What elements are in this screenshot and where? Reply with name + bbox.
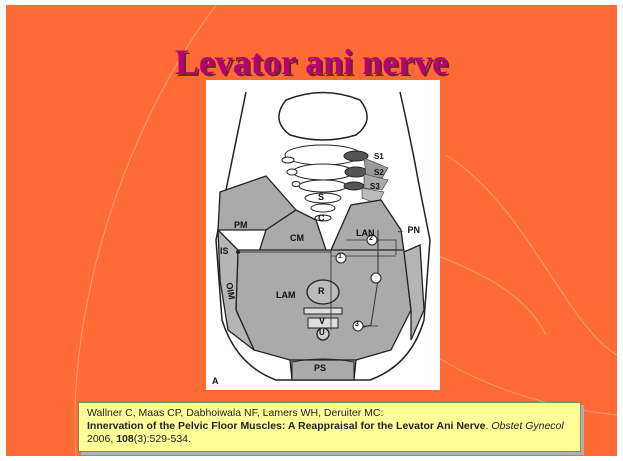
label-ps: PS <box>314 363 326 373</box>
label-s2: S2 <box>374 168 384 177</box>
label-n1: 1 <box>338 253 342 260</box>
label-s3: S3 <box>370 182 380 191</box>
citation-box: Wallner C, Maas CP, Dabhoiwala NF, Lamer… <box>78 402 581 452</box>
slide-title: Levator ani nerve <box>6 41 617 83</box>
label-is: IS <box>220 246 229 256</box>
label-r: R <box>318 286 325 296</box>
label-c: C <box>318 213 325 223</box>
citation-authors: Wallner C, Maas CP, Dabhoiwala NF, Lamer… <box>87 407 383 419</box>
label-lam: LAM <box>276 290 296 300</box>
anatomy-figure: PM CM LAM OIM IS LAN ← PN R V U PS S C S… <box>206 80 440 390</box>
citation-volume: 108 <box>116 433 134 445</box>
label-n2: 2 <box>369 235 373 242</box>
citation-journal: Obstet Gynecol <box>491 420 563 432</box>
label-u: U <box>319 328 325 337</box>
label-v: V <box>319 316 325 326</box>
label-n3: 3 <box>355 321 359 328</box>
label-s1: S1 <box>374 152 384 161</box>
label-pn: ← PN <box>396 225 420 235</box>
citation-title: Innervation of the Pelvic Floor Muscles:… <box>87 420 486 432</box>
label-panel: A <box>212 376 219 386</box>
slide: Levator ani nerve <box>6 5 617 456</box>
citation-year: 2006, <box>87 433 116 445</box>
label-cm: CM <box>290 233 304 243</box>
citation-pages: (3):529-534. <box>134 433 191 445</box>
label-s: S <box>318 192 324 202</box>
pelvic-floor-diagram <box>206 80 440 390</box>
label-pm: PM <box>234 220 248 230</box>
